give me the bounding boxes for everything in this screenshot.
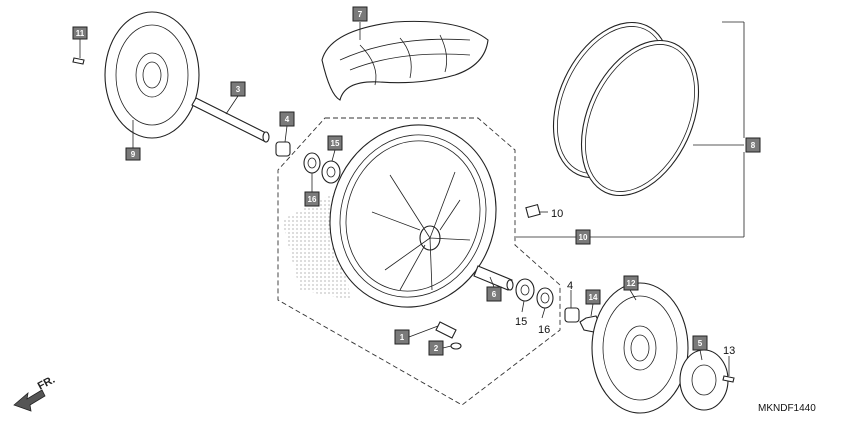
callout-label: 10	[579, 233, 588, 242]
callout-9: 7	[352, 6, 368, 22]
brake-disc-right	[591, 282, 689, 414]
callout-14: 14	[585, 289, 601, 305]
callout-13-plain: 13	[723, 345, 735, 357]
callout-13-boxed: 11	[72, 26, 88, 40]
callout-label: 4	[285, 115, 290, 124]
callout-label: 1	[400, 333, 405, 342]
clip	[525, 203, 541, 219]
callout-label: 9	[131, 150, 136, 159]
callout-label: 15	[331, 139, 340, 148]
callout-5: 5	[692, 335, 708, 351]
rim-band	[552, 21, 700, 197]
callout-12: 12	[623, 275, 639, 291]
callout-15-boxed: 15	[327, 135, 343, 151]
axle	[191, 97, 270, 143]
front-direction-arrow: FR.	[13, 374, 57, 412]
callout-label: 14	[589, 293, 598, 302]
callout-16-boxed: 16	[304, 191, 320, 207]
callout-8: 10	[575, 229, 591, 245]
callout-10: 10	[551, 208, 563, 220]
bearing-upper	[321, 160, 341, 184]
callout-6: 6	[486, 286, 502, 302]
brake-disc-left	[104, 11, 200, 139]
callout-label: 12	[627, 279, 636, 288]
callout-11: 9	[125, 147, 141, 161]
callout-1: 1	[394, 329, 410, 345]
callout-15-plain: 15	[515, 316, 527, 328]
callout-label: 2	[434, 344, 439, 353]
callout-4-boxed: 4	[279, 111, 295, 127]
dust-seal-lower	[536, 287, 554, 309]
callout-label: 8	[751, 141, 756, 150]
callout-2: 2	[428, 340, 444, 356]
disc-bolt-right	[722, 375, 735, 383]
tire	[321, 20, 489, 101]
pulser-ring	[679, 349, 729, 411]
dust-seal-upper	[303, 152, 321, 174]
callout-label: 6	[492, 290, 497, 299]
diagram-code: MKNDF1440	[758, 403, 816, 414]
callout-label: 11	[76, 29, 85, 38]
callout-label: 16	[308, 195, 317, 204]
callout-label: 7	[358, 10, 363, 19]
bearing-lower	[515, 278, 535, 302]
assembly-outline	[277, 117, 561, 406]
callout-3: 3	[230, 81, 246, 97]
side-collar-right	[564, 307, 580, 323]
side-collar	[275, 141, 291, 157]
leader-lines	[79, 21, 745, 376]
valve-nut	[450, 342, 462, 350]
callout-7: 8	[745, 137, 761, 153]
callout-label: 5	[698, 339, 703, 348]
callout-4-plain: 4	[567, 280, 573, 292]
disc-bolt-left	[72, 57, 85, 65]
wheel-rim	[329, 124, 497, 308]
callout-label: 3	[236, 85, 241, 94]
distance-collar	[473, 265, 513, 291]
air-valve	[435, 321, 457, 339]
callout-16-plain: 16	[538, 324, 550, 336]
front-label: FR.	[36, 374, 57, 393]
